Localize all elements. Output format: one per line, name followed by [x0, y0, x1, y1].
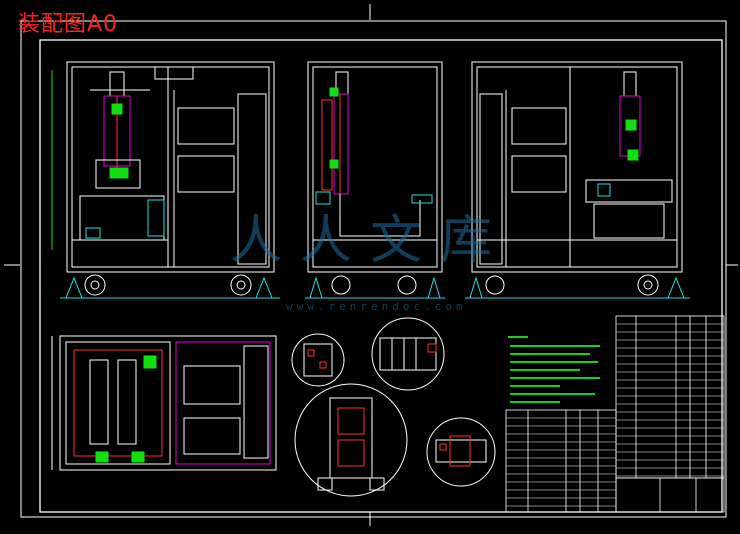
watermark-url: www.renrendoc.com — [286, 300, 467, 313]
detail-circle-2 — [371, 317, 445, 391]
front-view — [51, 61, 280, 299]
plan-view — [51, 335, 277, 471]
detail-circle-3 — [294, 383, 408, 497]
outer-frame — [20, 20, 727, 518]
side-view — [305, 61, 445, 299]
inner-frame — [39, 39, 723, 513]
detail-circle-4 — [426, 417, 496, 487]
drawing-title: 装配图A0 — [18, 12, 119, 37]
technical-notes — [508, 336, 600, 403]
parts-list-rows — [506, 323, 724, 507]
detail-circle-1 — [291, 333, 345, 387]
rear-view — [465, 61, 690, 299]
parts-list — [505, 315, 725, 513]
watermark: 人人文库 — [230, 211, 511, 271]
